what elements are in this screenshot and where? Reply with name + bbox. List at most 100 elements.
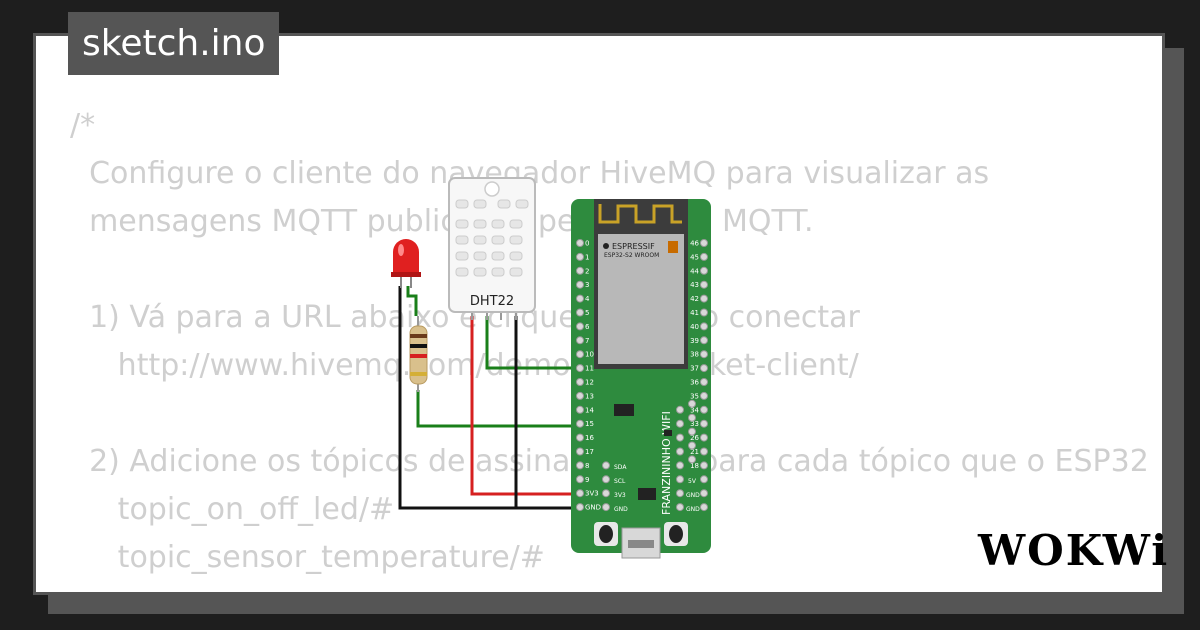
pin-inner-right-mid-3[interactable] (688, 441, 696, 450)
pin-left-12[interactable] (576, 378, 584, 386)
pin-left-3[interactable] (576, 280, 584, 289)
led[interactable] (391, 239, 421, 288)
pin-right-45[interactable] (700, 252, 708, 261)
pin-label-right-41: 41 (690, 309, 699, 317)
pin-left-13[interactable] (576, 391, 584, 400)
pin-label-left-10: 10 (585, 351, 594, 359)
pin-right-34[interactable] (700, 405, 708, 414)
pin-label-right-44: 44 (690, 267, 699, 275)
pin-inner-right-upper-2[interactable] (676, 433, 684, 442)
pin-inner-right-upper-4[interactable] (676, 461, 684, 470)
pin-left-3v3[interactable] (576, 489, 584, 498)
wire-green-resistor-gpio15[interactable] (416, 390, 580, 428)
pin-label-gnd-r1: GND (686, 492, 700, 499)
wire-green-led[interactable] (406, 286, 418, 316)
code-line: topic_sensor_humidity/# (70, 582, 1149, 592)
pin-left-7[interactable] (576, 336, 584, 345)
pin-inner-left-3[interactable] (602, 503, 610, 512)
pin-label-right-43: 43 (690, 281, 699, 289)
pin-right-33[interactable] (700, 419, 708, 428)
pin-right-39[interactable] (700, 336, 708, 345)
pin-label-right-37: 37 (690, 365, 699, 373)
pin-left-2[interactable] (576, 266, 584, 275)
pin-inner-left-0[interactable] (602, 461, 610, 470)
pin-inner-right-upper-1[interactable] (676, 419, 684, 428)
pin-headers: 012345671011121314151617893V3GND46454443… (576, 239, 708, 512)
pin-inner-right-mid-0[interactable] (688, 399, 696, 408)
pin-label-left-1: 1 (585, 253, 589, 261)
pin-left-gnd[interactable] (576, 503, 584, 512)
code-line: topic_on_off_led/# (70, 492, 395, 527)
pin-left-11[interactable] (576, 364, 584, 373)
pin-left-10[interactable] (576, 350, 584, 359)
pin-inner-right-0[interactable] (676, 475, 684, 484)
pin-label-left-gnd: GND (585, 504, 601, 512)
pin-left-14[interactable] (576, 405, 584, 414)
module-model: ESP32-S2 WROOM (604, 252, 659, 259)
pin-label-right-21: 21 (690, 448, 699, 456)
pin-inner-left-2[interactable] (602, 489, 610, 498)
pin-label-left-3v3: 3V3 (585, 490, 599, 498)
pin-label-left-15: 15 (585, 420, 594, 428)
pin-right-36[interactable] (700, 378, 708, 386)
pin-label-right-46: 46 (690, 240, 699, 248)
pin-left-17[interactable] (576, 447, 584, 456)
pin-left-6[interactable] (576, 322, 584, 331)
wire-black-led-gnd[interactable] (398, 286, 516, 510)
pin-right-42[interactable] (700, 294, 708, 303)
pin-right-40[interactable] (700, 322, 708, 331)
wire-red-3v3[interactable] (470, 316, 580, 496)
wire-black-dht-gnd[interactable] (514, 316, 580, 510)
pin-right-lower-0[interactable] (700, 475, 708, 484)
pin-label-5v: 5V (688, 478, 697, 485)
pin-label-left-4: 4 (585, 295, 590, 303)
pin-label-right-42: 42 (690, 295, 699, 303)
pin-label-right-36: 36 (690, 379, 699, 387)
pin-label-left-17: 17 (585, 448, 594, 456)
wire-green-dht-data[interactable] (485, 316, 580, 370)
pin-right-44[interactable] (700, 266, 708, 275)
pin-inner-left-1[interactable] (602, 475, 610, 484)
pin-inner-right-upper-0[interactable] (676, 405, 684, 414)
file-tab[interactable]: sketch.ino (68, 12, 280, 75)
pin-inner-right-mid-1[interactable] (688, 413, 696, 422)
pin-right-43[interactable] (700, 280, 708, 289)
pin-left-4[interactable] (576, 294, 584, 303)
pin-right-lower-1[interactable] (700, 489, 708, 498)
pin-inner-right-2[interactable] (676, 503, 684, 512)
pin-left-1[interactable] (576, 252, 584, 261)
pin-inner-right-mid-2[interactable] (688, 427, 696, 436)
pin-right-18[interactable] (700, 461, 708, 470)
pin-label-right-33: 33 (690, 420, 699, 428)
pin-left-16[interactable] (576, 433, 584, 442)
pin-right-46[interactable] (700, 239, 708, 247)
pin-label-3v3-inner: 3V3 (614, 492, 626, 499)
pin-right-26[interactable] (700, 433, 708, 442)
pin-label-left-9: 9 (585, 476, 589, 484)
pin-label-right-45: 45 (690, 253, 699, 261)
pin-right-21[interactable] (700, 447, 708, 456)
wires (398, 286, 580, 510)
pin-left-5[interactable] (576, 308, 584, 317)
pin-right-38[interactable] (700, 350, 708, 359)
pin-left-9[interactable] (576, 475, 584, 484)
pin-left-15[interactable] (576, 419, 584, 428)
pin-label-right-40: 40 (690, 323, 699, 331)
pin-right-lower-2[interactable] (700, 503, 708, 512)
pin-inner-right-1[interactable] (676, 489, 684, 498)
pin-left-0[interactable] (576, 239, 584, 247)
pin-label-left-0: 0 (585, 240, 589, 248)
esp32-board[interactable]: ESPRESSIF ESP32-S2 WROOM FRANZININHO WIF… (571, 199, 711, 559)
resistor[interactable] (409, 316, 428, 392)
wokwi-logo: WOKWi (978, 526, 1170, 575)
pin-left-8[interactable] (576, 461, 584, 470)
dht22-sensor[interactable]: DHT22 (448, 177, 536, 320)
pin-label-gnd-r2: GND (686, 506, 700, 513)
pin-right-35[interactable] (700, 391, 708, 400)
pin-inner-right-upper-3[interactable] (676, 447, 684, 456)
board-name: FRANZININHO WIFI (660, 411, 673, 515)
pin-right-41[interactable] (700, 308, 708, 317)
pin-label-left-6: 6 (585, 323, 590, 331)
pin-inner-right-mid-4[interactable] (688, 455, 696, 464)
pin-right-37[interactable] (700, 364, 708, 373)
